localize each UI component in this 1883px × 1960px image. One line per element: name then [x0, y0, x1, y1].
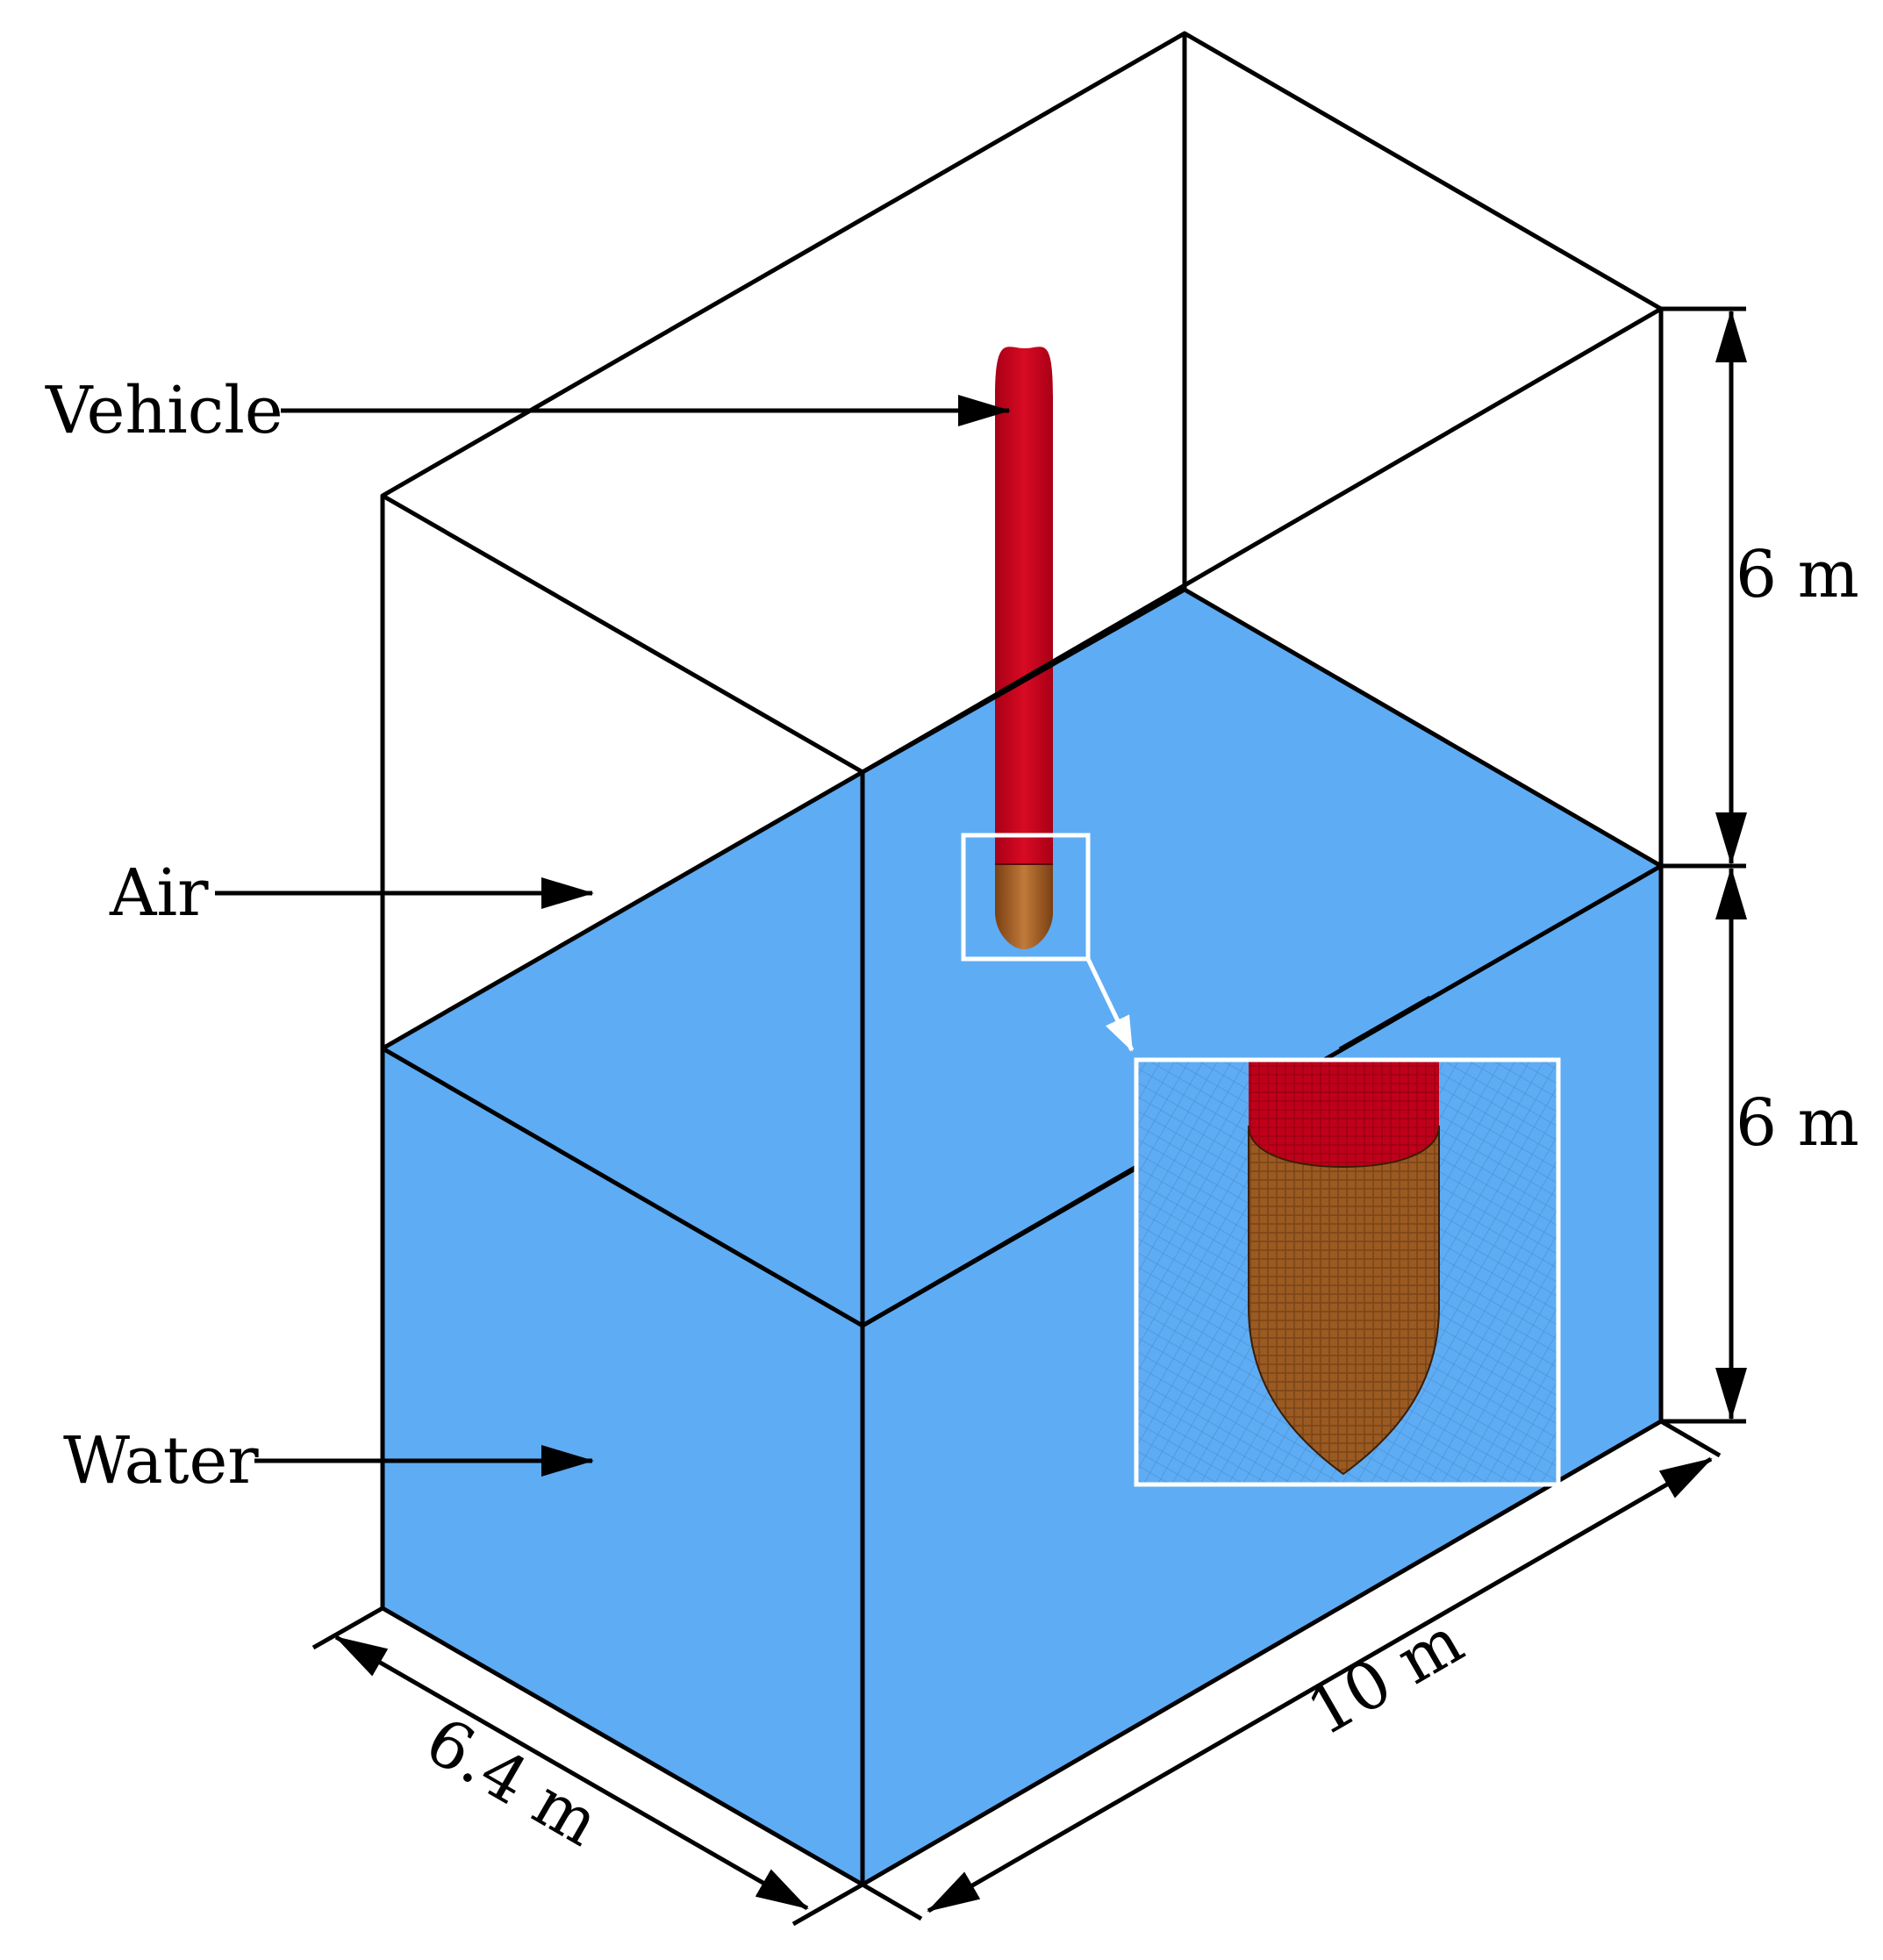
- zoom-source-frame: [961, 833, 1091, 962]
- width-dimension-arrow: [334, 1635, 809, 1911]
- water-inner-edge-2: [1338, 995, 1432, 1052]
- zoom-inset-vehicle-nose: [1249, 1126, 1439, 1474]
- air-label: Air: [109, 855, 209, 931]
- callout-arrows: [215, 395, 1011, 1477]
- dim-tick-length-left: [861, 1882, 923, 1921]
- zoom-pointer-arrow: [1085, 957, 1135, 1052]
- dim-tick-width-left: [311, 1606, 384, 1650]
- vehicle-nose: [995, 864, 1053, 949]
- zoom-inset: [1134, 1057, 1561, 1487]
- width-label: 6.4 m: [413, 1703, 612, 1861]
- water-inner-edge: [861, 1164, 1138, 1328]
- air-height-label: 6 m: [1736, 537, 1859, 612]
- zoom-inset-vehicle-body: [1249, 1062, 1439, 1167]
- vehicle: [995, 347, 1053, 949]
- water-surface-edge: [381, 587, 1664, 1328]
- water-label: Water: [63, 1423, 259, 1499]
- vehicle-label: Vehicle: [45, 373, 283, 448]
- length-dimension-arrow: [927, 1456, 1713, 1914]
- water-height-label: 6 m: [1736, 1085, 1859, 1161]
- vehicle-body: [995, 347, 1053, 864]
- dim-tick-width-right: [791, 1882, 864, 1927]
- zoom-indicator: [961, 833, 1135, 1052]
- dim-tick-length-right: [1659, 1419, 1722, 1458]
- dimension-lines: [311, 306, 1747, 1927]
- length-label: 10 m: [1295, 1603, 1476, 1750]
